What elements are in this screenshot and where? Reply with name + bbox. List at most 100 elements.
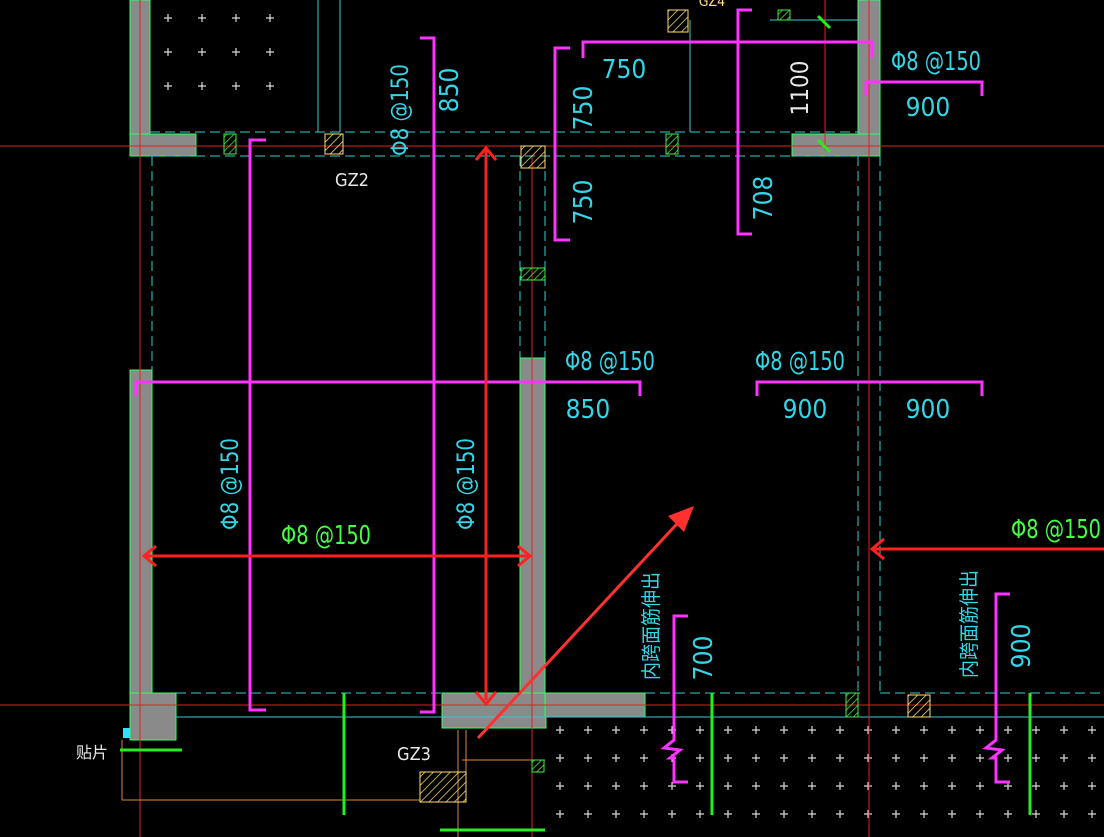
hatch-plus	[836, 810, 844, 818]
hatch-plus	[584, 810, 592, 818]
green-lines	[120, 14, 1032, 832]
hatch-plus	[584, 754, 592, 762]
hatch-plus	[696, 726, 704, 734]
hatch-plus	[752, 810, 760, 818]
dim-900-bottom: 900	[1007, 624, 1037, 669]
hatch-plus	[1088, 782, 1096, 790]
hatch-plus	[836, 754, 844, 762]
hatch-plus	[556, 782, 564, 790]
hatch-plus	[640, 810, 648, 818]
spec-mid-left: Φ8 @150	[565, 347, 655, 377]
hatch-plus	[892, 782, 900, 790]
hatch-plus	[948, 754, 956, 762]
labels: Φ8 @150 850 Φ8 @150 900 750 750 750 1100…	[76, 0, 1101, 765]
note-inner-span-2: 内跨面筋伸出	[957, 570, 981, 678]
hatch-plus	[612, 810, 620, 818]
wall-bottom-center	[441, 692, 547, 729]
hatch-plus	[780, 726, 788, 734]
hatch-plus	[612, 754, 620, 762]
dim-750-horizontal: 750	[602, 55, 647, 85]
hatch-plus	[1004, 726, 1012, 734]
rebar-708-top	[736, 8, 752, 236]
column-gz4	[667, 9, 689, 33]
hatch-plus	[232, 14, 240, 22]
column-gz3	[419, 771, 467, 803]
hatch-plus	[556, 754, 564, 762]
hatch-plus	[1032, 782, 1040, 790]
hatch-plus	[724, 782, 732, 790]
dim-1100: 1100	[786, 61, 814, 116]
spec-top-right: Φ8 @150	[891, 47, 981, 77]
spec-top-left-vertical: Φ8 @150	[386, 64, 414, 156]
hatch-plus	[1088, 726, 1096, 734]
hatch-plus	[808, 782, 816, 790]
small-green-columns	[223, 9, 859, 773]
dim-708-top: 708	[749, 176, 779, 221]
leader-arrow	[476, 506, 694, 740]
hatch-plus	[198, 14, 206, 22]
hatch-plus	[752, 782, 760, 790]
spec-left-vertical: Φ8 @150	[216, 438, 244, 530]
spec-center-vertical: Φ8 @150	[452, 438, 480, 530]
rebar-top-left-vertical	[420, 36, 436, 714]
hatch-plus	[1032, 726, 1040, 734]
dim-850-mid: 850	[566, 395, 611, 425]
hatch-plus	[808, 726, 816, 734]
hatch-plus	[668, 810, 676, 818]
hatch-plus	[780, 754, 788, 762]
hatch-plus	[892, 754, 900, 762]
hatch-plus	[864, 754, 872, 762]
hatch-plus	[836, 782, 844, 790]
wall-top-horizontal-left	[129, 133, 197, 157]
hatch-plus	[724, 754, 732, 762]
hatch-plus	[1004, 810, 1012, 818]
rebar-left-vertical	[248, 138, 266, 712]
dim-900-mid-left: 900	[783, 395, 828, 425]
hatch-plus	[780, 810, 788, 818]
hatch-plus	[556, 726, 564, 734]
rebar-850-mid	[134, 380, 642, 396]
column-center-top	[520, 145, 546, 169]
rebar-700-bottom	[660, 614, 688, 784]
hatch-plus	[1088, 810, 1096, 818]
hatch-plus	[920, 726, 928, 734]
hatch-plus	[920, 782, 928, 790]
wall-bottom-left-stub	[129, 692, 177, 741]
dim-750-vertical-lower: 750	[569, 180, 599, 225]
hatch-plus	[976, 754, 984, 762]
hatch-plus	[266, 48, 274, 56]
column-gz2	[324, 133, 344, 155]
hatch-plus	[724, 810, 732, 818]
hatch-plus	[164, 82, 172, 90]
plus-hatch-top-left	[164, 14, 274, 90]
hatch-plus	[948, 810, 956, 818]
hatch-plus	[556, 810, 564, 818]
hatch-plus	[752, 754, 760, 762]
hatch-plus	[232, 82, 240, 90]
hatch-plus	[696, 782, 704, 790]
gz4-label: GZ4	[699, 0, 725, 10]
hatch-plus	[232, 48, 240, 56]
hatch-plus	[808, 754, 816, 762]
hatch-plus	[640, 726, 648, 734]
hatch-plus	[976, 782, 984, 790]
hatch-plus	[948, 726, 956, 734]
hatch-plus	[1088, 754, 1096, 762]
hatch-plus	[266, 82, 274, 90]
dim-750-vertical-upper: 750	[569, 86, 599, 131]
hatch-plus	[864, 810, 872, 818]
rebar-900-top-right	[864, 80, 984, 96]
hatch-plus	[780, 782, 788, 790]
hatch-plus	[668, 782, 676, 790]
hatch-plus	[1060, 810, 1068, 818]
hatch-plus	[752, 726, 760, 734]
hatch-plus	[584, 782, 592, 790]
hatch-plus	[266, 14, 274, 22]
hatch-plus	[1004, 754, 1012, 762]
rebar-900-bottom	[982, 592, 1010, 784]
hatch-plus	[1060, 754, 1068, 762]
hatch-plus	[864, 782, 872, 790]
hatch-plus	[584, 726, 592, 734]
hatch-plus	[1060, 726, 1068, 734]
